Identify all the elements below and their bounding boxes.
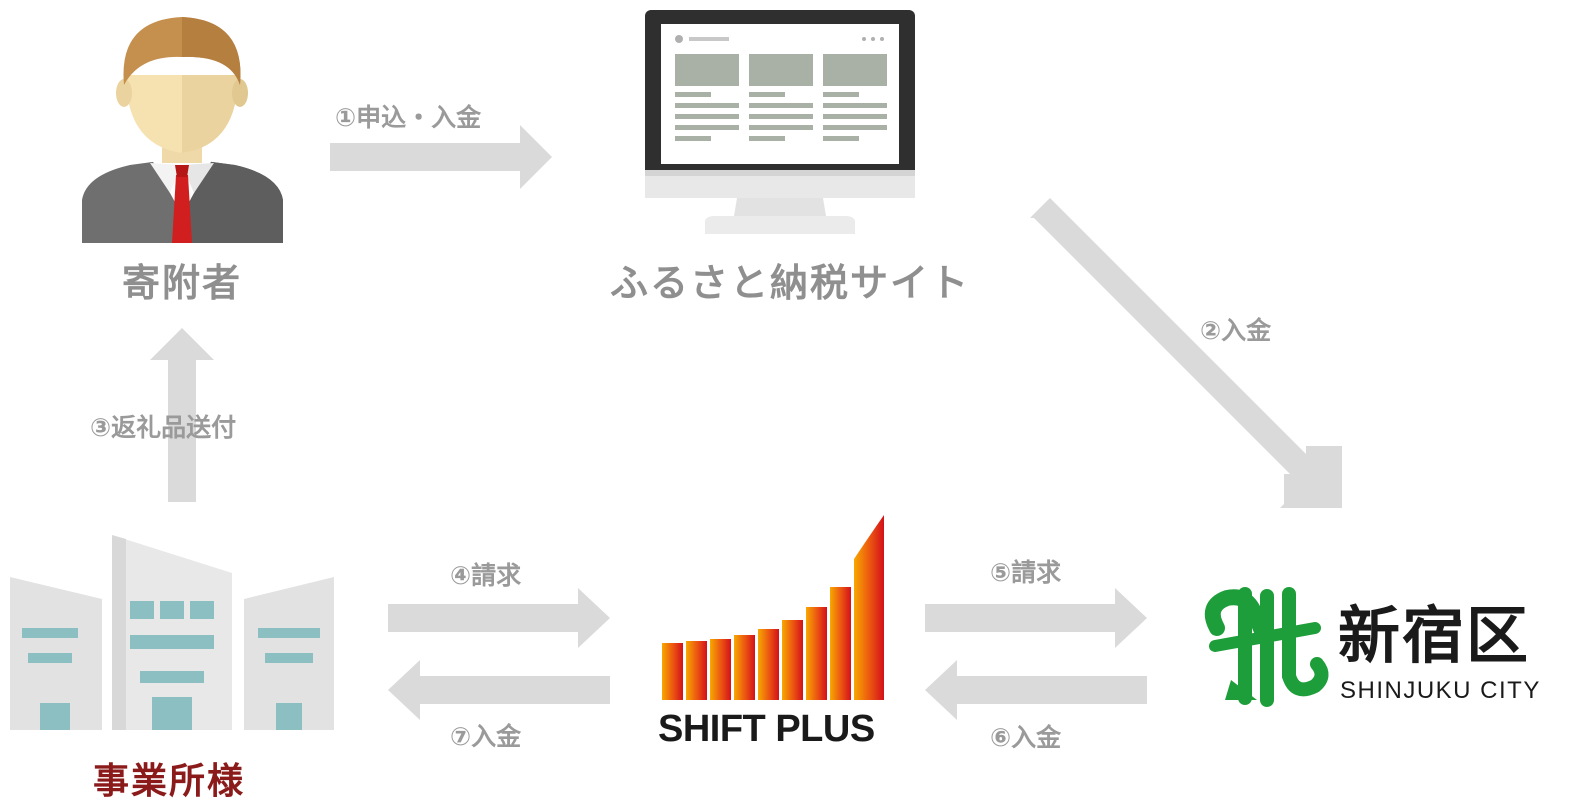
step-3-label: ③返礼品送付 (90, 413, 237, 442)
step-2-label: ②入金 (1200, 316, 1272, 345)
donor-label: 寄附者 (122, 261, 243, 305)
arrow-donor-to-site (330, 125, 552, 189)
shinjuku-english: SHINJUKU CITY (1340, 677, 1541, 704)
shinjuku-kanji: 新宿区 (1338, 599, 1531, 672)
arrow-shiftplus-to-shinjuku (925, 588, 1147, 648)
site-label: ふるさと納税サイト (610, 261, 971, 305)
shiftplus-logo: SHIFT PLUS (640, 500, 910, 770)
arrow-shinjuku-to-shiftplus (925, 660, 1147, 720)
step-1-label: ①申込・入金 (335, 103, 482, 132)
step-5-label: ⑤請求 (990, 558, 1062, 587)
monitor-icon (645, 10, 915, 234)
arrow-business-to-shiftplus (388, 588, 610, 648)
arrow-business-to-donor (150, 328, 214, 502)
shiftplus-bars-icon (662, 515, 884, 700)
step-7-label: ⑦入金 (450, 722, 522, 751)
arrow-site-to-shinjuku (1030, 198, 1342, 508)
business-buildings-icon (10, 535, 334, 730)
business-label: 事業所様 (93, 761, 246, 802)
step-6-label: ⑥入金 (990, 723, 1062, 752)
shiftplus-wordmark: SHIFT PLUS (658, 708, 875, 750)
donor-person-icon (82, 17, 283, 243)
arrow-shiftplus-to-business (388, 660, 610, 720)
step-4-label: ④請求 (450, 561, 522, 590)
shinjuku-emblem-icon (1204, 587, 1329, 707)
